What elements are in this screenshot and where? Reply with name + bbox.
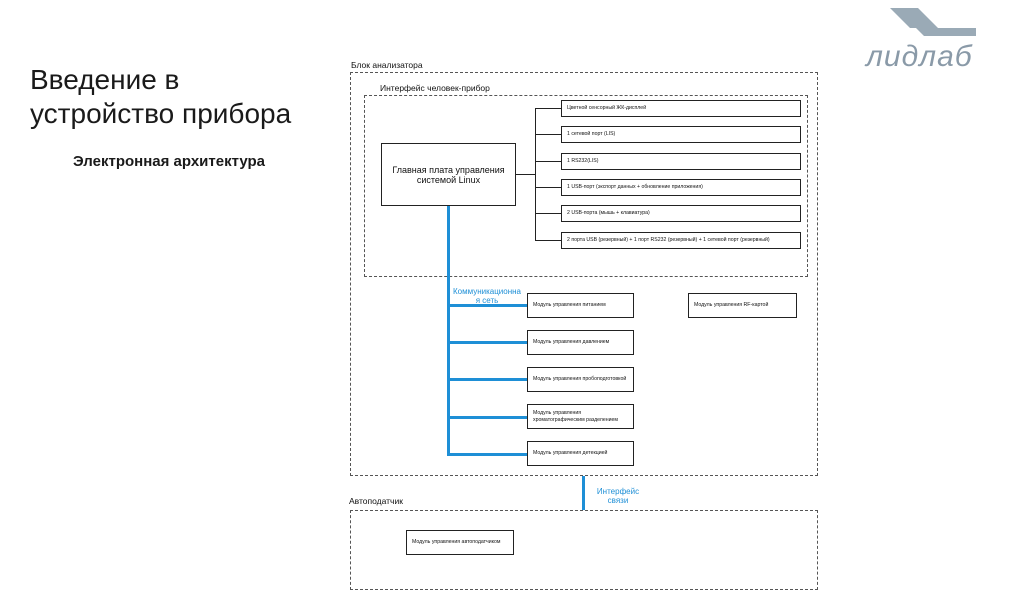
comm-bus-line — [447, 206, 450, 456]
slide-subtitle: Электронная архитектура — [73, 153, 265, 170]
hmi-block-label: Интерфейс человек-прибор — [380, 83, 490, 93]
comm-interface-line — [582, 476, 585, 510]
hmi-item: 2 порта USB (резервный) + 1 порт RS232 (… — [561, 232, 801, 249]
hmi-link — [535, 108, 561, 110]
module-box: Модуль управления давлением — [527, 330, 634, 355]
hmi-item-label: Цветной сенсорный ЖК-дисплей — [567, 105, 647, 112]
lidlab-logo-icon — [890, 8, 976, 36]
analyzer-block — [350, 72, 818, 476]
comm-link — [449, 378, 527, 381]
rf-module-box: Модуль управления RF-картой — [688, 293, 797, 318]
main-board-connector — [516, 174, 536, 176]
slide-title-line1: Введение в — [30, 64, 180, 95]
autosampler-module-label: Модуль управления автоподатчиком — [412, 539, 501, 546]
hmi-bus-line — [535, 108, 537, 240]
hmi-link — [535, 161, 561, 163]
hmi-item: Цветной сенсорный ЖК-дисплей — [561, 100, 801, 117]
module-box: Модуль управления детекцией — [527, 441, 634, 466]
hmi-item: 1 RS232(LIS) — [561, 153, 801, 170]
hmi-block — [364, 95, 808, 277]
hmi-item: 1 сетевой порт (LIS) — [561, 126, 801, 143]
hmi-link — [535, 134, 561, 136]
comm-link — [449, 416, 527, 419]
comm-link — [449, 341, 527, 344]
hmi-item: 2 USB-порта (мышь + клавиатура) — [561, 205, 801, 222]
main-board-label: Главная плата управления системой Linux — [392, 164, 505, 185]
module-box: Модуль управления хроматографическим раз… — [527, 404, 634, 429]
hmi-link — [535, 187, 561, 189]
autosampler-block-label: Автоподатчик — [349, 496, 403, 506]
module-label: Модуль управления питанием — [533, 302, 606, 309]
module-label: Модуль управления детекцией — [533, 450, 608, 457]
analyzer-block-label: Блок анализатора — [351, 60, 423, 70]
hmi-link — [535, 240, 561, 242]
module-label: Модуль управления хроматографическим раз… — [533, 410, 618, 423]
slide-title: Введение в устройство прибора — [30, 63, 291, 131]
slide-title-line2: устройство прибора — [30, 98, 292, 129]
comm-link — [449, 453, 527, 456]
module-label: Модуль управления пробоподготовкой — [533, 376, 627, 383]
hmi-link — [535, 213, 561, 215]
module-box: Модуль управления пробоподготовкой — [527, 367, 634, 392]
comm-network-label: Коммуникационна я сеть — [453, 287, 521, 305]
autosampler-module-box: Модуль управления автоподатчиком — [406, 530, 514, 555]
comm-interface-label: Интерфейс связи — [596, 487, 640, 505]
logo-text: лидлаб — [866, 40, 973, 73]
hmi-item-label: 2 USB-порта (мышь + клавиатура) — [567, 210, 650, 217]
hmi-item-label: 1 USB-порт (экспорт данных + обновление … — [567, 184, 703, 191]
main-board-box: Главная плата управления системой Linux — [381, 143, 516, 206]
hmi-item: 1 USB-порт (экспорт данных + обновление … — [561, 179, 801, 196]
hmi-item-label: 2 порта USB (резервный) + 1 порт RS232 (… — [567, 237, 770, 244]
module-box: Модуль управления питанием — [527, 293, 634, 318]
hmi-item-label: 1 сетевой порт (LIS) — [567, 131, 616, 138]
comm-link — [449, 304, 527, 307]
rf-module-label: Модуль управления RF-картой — [694, 302, 769, 309]
hmi-item-label: 1 RS232(LIS) — [567, 158, 599, 165]
module-label: Модуль управления давлением — [533, 339, 610, 346]
